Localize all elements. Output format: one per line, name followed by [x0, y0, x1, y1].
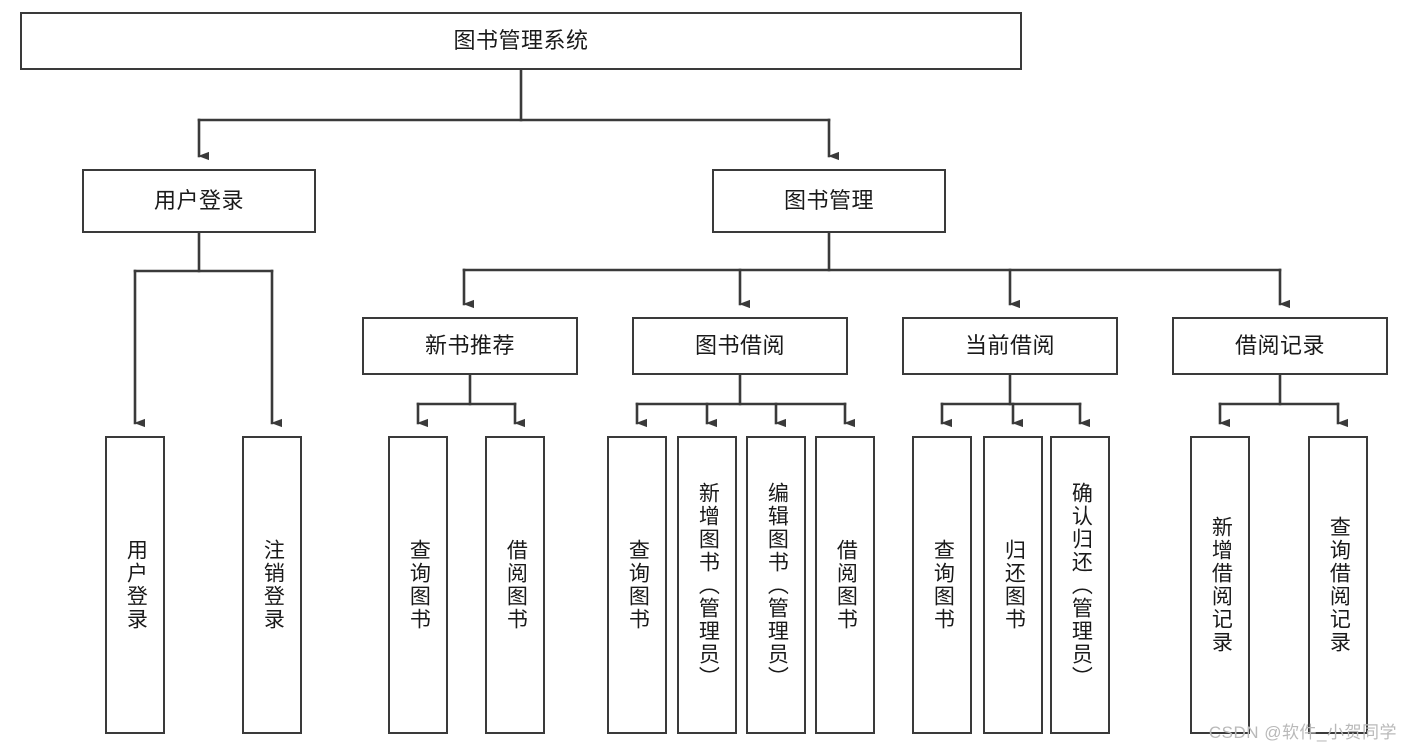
node-leaf-query-book-cur-label: 查询图书: [931, 539, 955, 631]
node-leaf-query-book-borrow[interactable]: 查询图书: [607, 436, 667, 734]
node-leaf-edit-book[interactable]: 编辑图书（管理员）: [746, 436, 806, 734]
node-leaf-logout-label: 注销登录: [261, 539, 285, 631]
node-root[interactable]: 图书管理系统: [20, 12, 1022, 70]
node-leaf-query-book-rec-label: 查询图书: [407, 539, 431, 631]
node-leaf-user-login[interactable]: 用户登录: [105, 436, 165, 734]
node-leaf-query-book-cur[interactable]: 查询图书: [912, 436, 972, 734]
node-leaf-query-book-rec[interactable]: 查询图书: [388, 436, 448, 734]
node-new-book-rec-label: 新书推荐: [424, 333, 515, 359]
node-current-borrow[interactable]: 当前借阅: [902, 317, 1118, 375]
node-book-borrow[interactable]: 图书借阅: [632, 317, 848, 375]
node-leaf-borrow-book[interactable]: 借阅图书: [815, 436, 875, 734]
node-borrow-record[interactable]: 借阅记录: [1172, 317, 1388, 375]
node-current-borrow-label: 当前借阅: [964, 333, 1055, 359]
node-leaf-query-record[interactable]: 查询借阅记录: [1308, 436, 1368, 734]
node-root-label: 图书管理系统: [453, 28, 589, 54]
node-leaf-query-book-borrow-label: 查询图书: [626, 539, 650, 631]
node-leaf-add-record[interactable]: 新增借阅记录: [1190, 436, 1250, 734]
node-leaf-add-record-label: 新增借阅记录: [1209, 516, 1233, 654]
node-book-manage[interactable]: 图书管理: [712, 169, 946, 233]
node-user-login[interactable]: 用户登录: [82, 169, 316, 233]
node-leaf-add-book-label: 新增图书（管理员）: [696, 481, 720, 689]
node-leaf-borrow-book-rec[interactable]: 借阅图书: [485, 436, 545, 734]
node-borrow-record-label: 借阅记录: [1234, 333, 1325, 359]
node-user-login-label: 用户登录: [153, 188, 244, 214]
node-leaf-add-book[interactable]: 新增图书（管理员）: [677, 436, 737, 734]
node-leaf-return-book[interactable]: 归还图书: [983, 436, 1043, 734]
node-leaf-query-record-label: 查询借阅记录: [1327, 516, 1351, 654]
node-leaf-user-login-label: 用户登录: [124, 539, 148, 631]
node-book-borrow-label: 图书借阅: [694, 333, 785, 359]
node-leaf-borrow-book-rec-label: 借阅图书: [504, 539, 528, 631]
node-leaf-confirm-return[interactable]: 确认归还（管理员）: [1050, 436, 1110, 734]
node-new-book-rec[interactable]: 新书推荐: [362, 317, 578, 375]
node-leaf-confirm-return-label: 确认归还（管理员）: [1069, 481, 1093, 689]
node-book-manage-label: 图书管理: [783, 188, 874, 214]
node-leaf-borrow-book-label: 借阅图书: [834, 539, 858, 631]
node-leaf-return-book-label: 归还图书: [1002, 539, 1026, 631]
node-leaf-edit-book-label: 编辑图书（管理员）: [765, 481, 789, 689]
node-leaf-logout[interactable]: 注销登录: [242, 436, 302, 734]
